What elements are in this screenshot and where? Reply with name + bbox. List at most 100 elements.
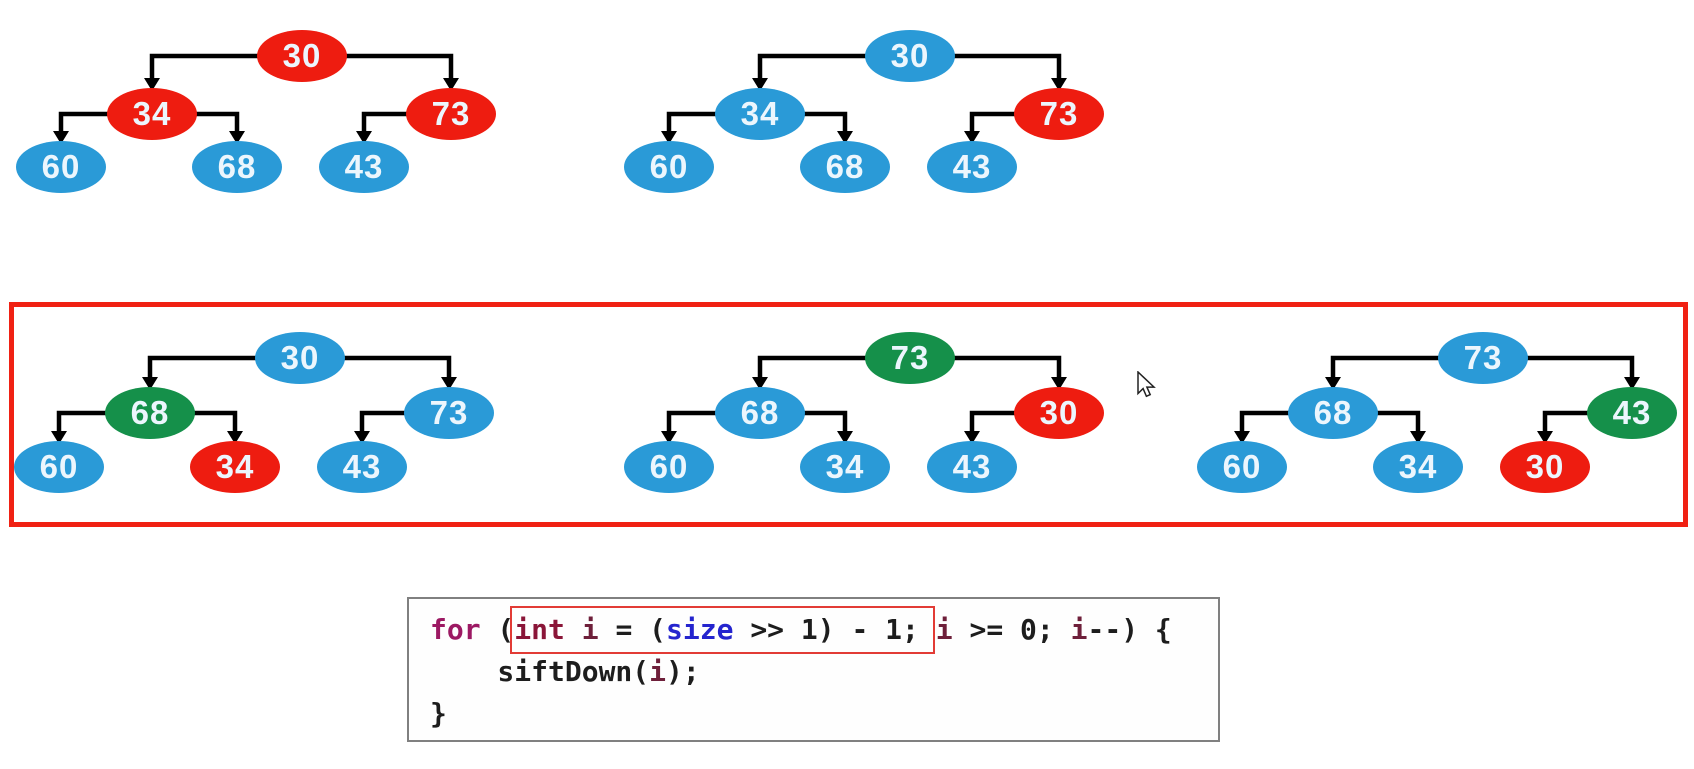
heap-node: 43 (1587, 387, 1677, 439)
heap-node: 60 (14, 441, 104, 493)
edge-connector (342, 53, 454, 79)
code-highlight-rectangle (510, 606, 935, 654)
heap-node: 30 (1500, 441, 1590, 493)
arrowhead-icon (661, 131, 677, 144)
heap-step-1-edges (53, 53, 459, 144)
edge-connector (340, 355, 452, 378)
code-token: i (935, 613, 953, 646)
arrowhead-icon (1234, 431, 1250, 444)
edge-connector (800, 111, 848, 132)
heap-node: 34 (190, 441, 280, 493)
heap-node: 34 (800, 441, 890, 493)
edge-connector (950, 53, 1062, 79)
heap-node: 34 (107, 88, 197, 140)
code-token: int (514, 613, 565, 646)
mouse-cursor-icon (1137, 371, 1156, 398)
arrowhead-icon (1410, 431, 1426, 444)
code-token: = ( (598, 613, 667, 646)
heap-node: 43 (927, 441, 1017, 493)
heap-step-4-edges (661, 355, 1067, 444)
heap-step-3-edges (51, 355, 457, 444)
code-box: for (int i = (size >> 1) - 1; i >= 0; i-… (407, 597, 1220, 742)
code-snippet: for (int i = (size >> 1) - 1; i >= 0; i-… (409, 599, 1218, 735)
heap-node: 60 (624, 141, 714, 193)
edge-connector (1239, 410, 1293, 432)
code-token: --) { (1087, 613, 1172, 646)
arrowhead-icon (229, 131, 245, 144)
code-token: size (666, 613, 734, 646)
heap-node: 68 (192, 141, 282, 193)
arrowhead-icon (144, 78, 160, 91)
edge-connector (666, 111, 720, 132)
arrowhead-icon (53, 131, 69, 144)
edge-connector (950, 355, 1062, 378)
arrowhead-icon (1624, 377, 1640, 390)
edge-connector (1523, 355, 1635, 378)
edge-connector (147, 355, 260, 378)
arrowhead-icon (443, 78, 459, 91)
heap-node: 43 (927, 141, 1017, 193)
edge-connector (359, 410, 409, 432)
code-line: } (430, 693, 1218, 735)
code-token: ); (666, 655, 700, 688)
arrowhead-icon (227, 431, 243, 444)
arrowhead-icon (1537, 431, 1553, 444)
edge-connector (800, 410, 848, 432)
heap-node: 30 (1014, 387, 1104, 439)
edge-connector (757, 53, 870, 79)
heap-node: 68 (715, 387, 805, 439)
heap-node: 43 (319, 141, 409, 193)
heap-node: 30 (257, 30, 347, 82)
heap-node: 68 (800, 141, 890, 193)
arrowhead-icon (354, 431, 370, 444)
arrowhead-icon (661, 431, 677, 444)
heap-step-5-edges (1234, 355, 1640, 444)
heap-node: 60 (16, 141, 106, 193)
heap-node: 73 (404, 387, 494, 439)
code-token: i (1070, 613, 1088, 646)
edge-connector (666, 410, 720, 432)
code-token: i (649, 655, 667, 688)
arrowhead-icon (441, 377, 457, 390)
edge-connector (969, 111, 1019, 132)
heap-node: 43 (317, 441, 407, 493)
heap-node: 60 (1197, 441, 1287, 493)
heap-node: 68 (105, 387, 195, 439)
edge-connector (969, 410, 1019, 432)
arrowhead-icon (142, 377, 158, 390)
arrowhead-icon (356, 131, 372, 144)
edge-connector (1542, 410, 1592, 432)
edge-connector (190, 410, 238, 432)
edge-connector (58, 111, 112, 132)
code-line: for (int i = (size >> 1) - 1; i >= 0; i-… (430, 609, 1218, 651)
heap-node: 68 (1288, 387, 1378, 439)
code-token: >> 1) - 1; (733, 613, 936, 646)
code-token: >= 0; (952, 613, 1071, 646)
highlight-rectangle (9, 302, 1688, 527)
heap-node: 34 (715, 88, 805, 140)
arrowhead-icon (964, 131, 980, 144)
code-token: i (581, 613, 599, 646)
code-line: siftDown(i); (430, 651, 1218, 693)
heap-node: 73 (865, 332, 955, 384)
edge-connector (1330, 355, 1443, 378)
heap-node: 73 (1014, 88, 1104, 140)
code-token: } (430, 697, 447, 730)
edge-connector (361, 111, 411, 132)
arrowhead-icon (1051, 78, 1067, 91)
arrowhead-icon (837, 431, 853, 444)
heap-node: 34 (1373, 441, 1463, 493)
arrowhead-icon (752, 78, 768, 91)
heap-node: 60 (624, 441, 714, 493)
code-token: for (430, 613, 481, 646)
heap-node: 30 (865, 30, 955, 82)
edge-connector (56, 410, 110, 432)
arrowhead-icon (1325, 377, 1341, 390)
arrowhead-icon (837, 131, 853, 144)
code-token: siftDown( (430, 655, 650, 688)
arrowhead-icon (1051, 377, 1067, 390)
edge-connector (192, 111, 240, 132)
heap-node: 73 (1438, 332, 1528, 384)
